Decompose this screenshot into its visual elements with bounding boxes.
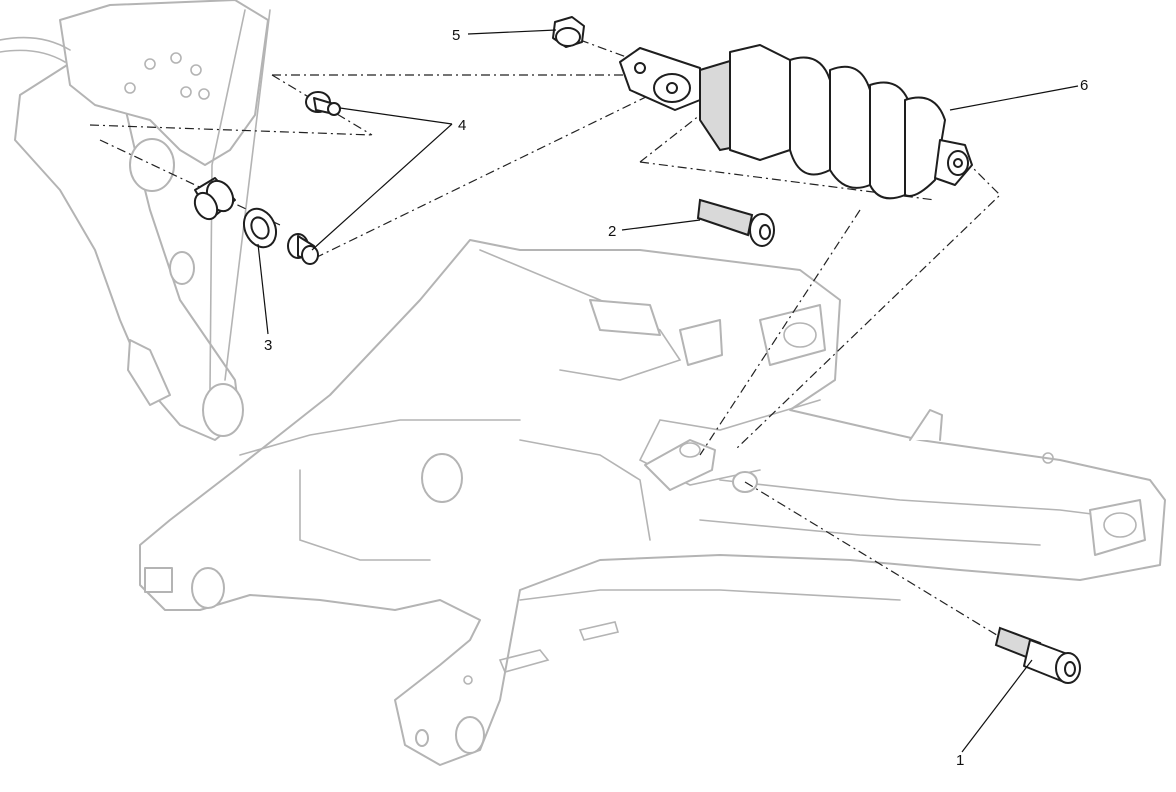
callout-6: 6: [1080, 77, 1088, 94]
callout-5: 5: [452, 27, 460, 44]
frame-outline: [0, 0, 271, 441]
nut-part-5: [552, 16, 585, 48]
washer-part-3: [242, 207, 278, 249]
leader-lines: [257, 29, 1079, 753]
callout-2: 2: [608, 223, 616, 240]
bolt-part-1: [994, 626, 1081, 684]
callout-labels: 5 6 4 2 3 1: [264, 27, 1088, 769]
shock-absorber-part-6: [619, 44, 973, 200]
callout-4: 4: [458, 117, 466, 134]
swingarm-outline: [139, 239, 1166, 766]
bolt-part-2: [696, 198, 775, 247]
spacer-part-4-upper: [305, 91, 341, 116]
spacer-part-4-lower: [287, 233, 319, 265]
bushing-part: [193, 177, 236, 221]
callout-3: 3: [264, 337, 272, 354]
assembly-lines: [89, 39, 1006, 641]
callout-1: 1: [956, 752, 964, 769]
